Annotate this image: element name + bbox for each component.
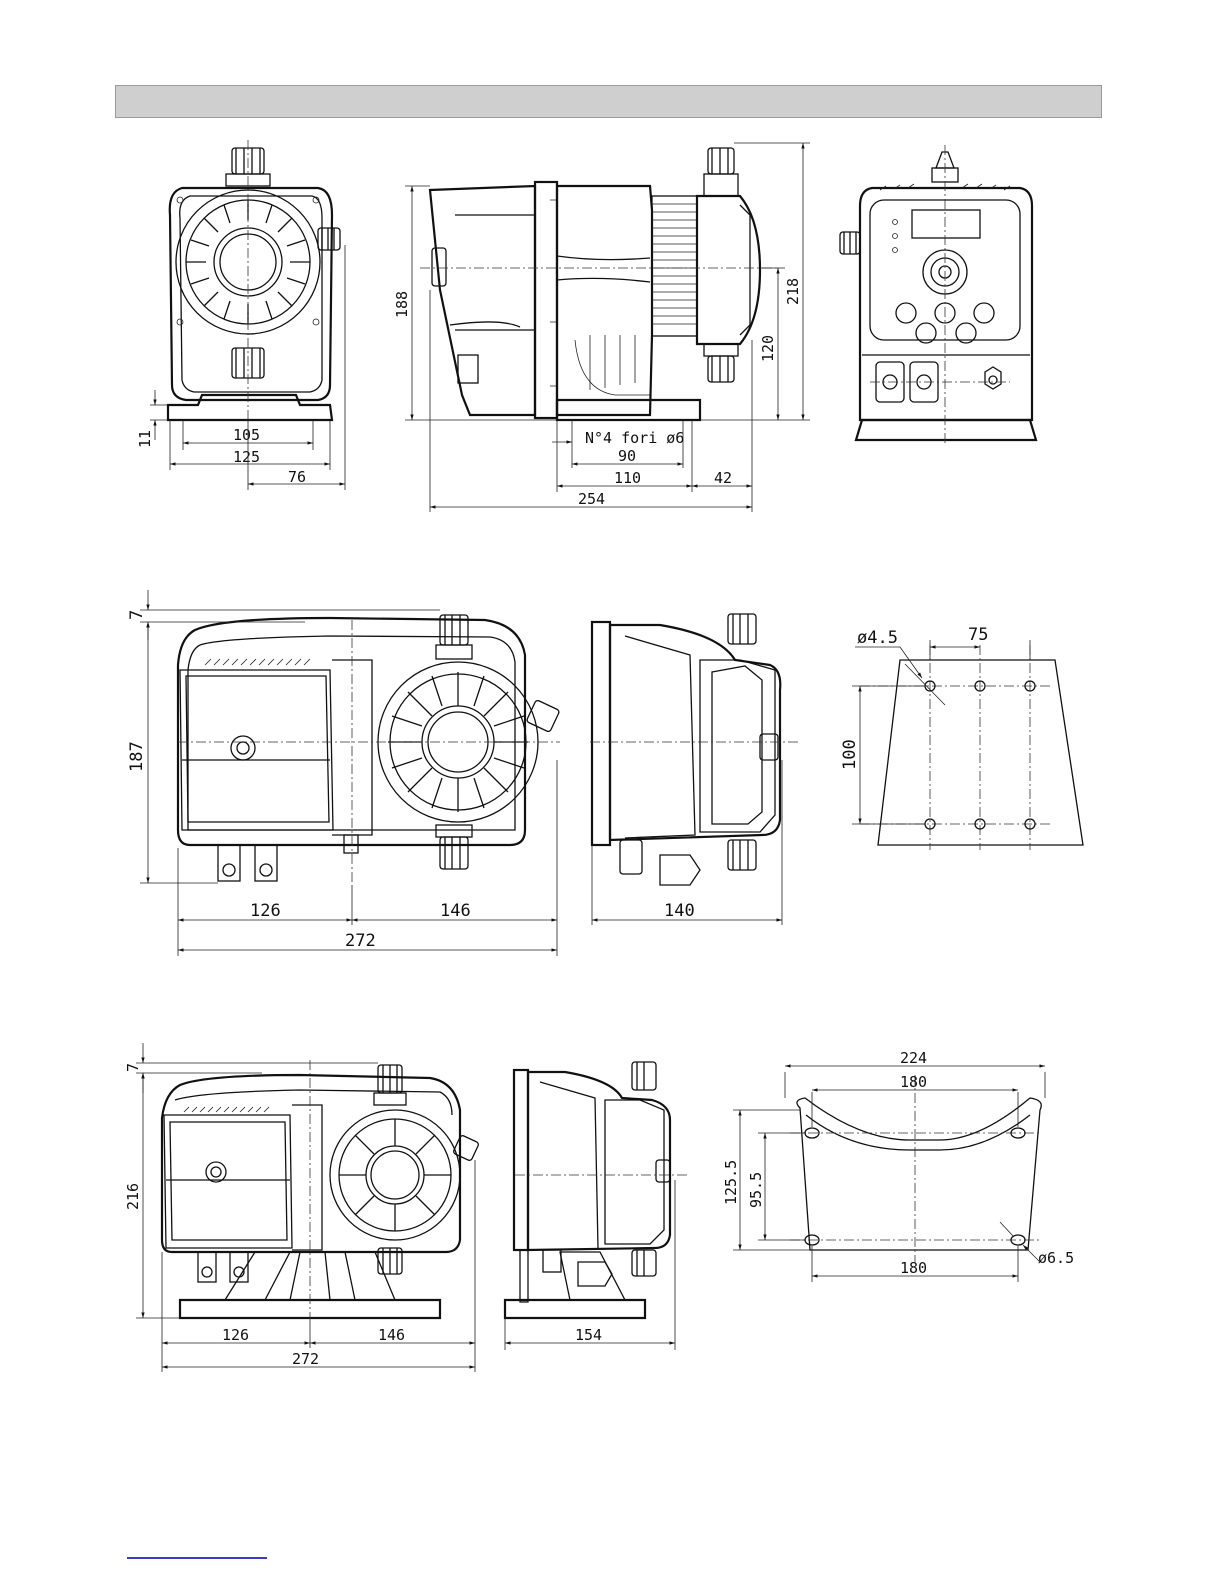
dim-140: 140 [664, 901, 695, 921]
dim-126-row2: 126 [250, 901, 281, 921]
dim-187: 187 [127, 741, 147, 772]
dim-180-bottom: 180 [900, 1259, 927, 1277]
row1-control-panel-view [840, 145, 1036, 445]
dim-146-row3: 146 [378, 1326, 405, 1344]
dim-154: 154 [575, 1326, 602, 1344]
dim-125-5: 125.5 [722, 1160, 740, 1205]
dim-272-row2: 272 [345, 931, 376, 951]
holes-note: N°4 fori ø6 [585, 429, 684, 447]
dim-95-5: 95.5 [747, 1172, 765, 1208]
dim-100: 100 [840, 739, 860, 770]
row3-side-view: 154 [505, 1062, 690, 1350]
dim-188: 188 [393, 291, 411, 318]
dim-126-row3: 126 [222, 1326, 249, 1344]
dim-105: 105 [233, 426, 260, 444]
dim-90: 90 [618, 447, 636, 465]
dim-42: 42 [714, 469, 732, 487]
dim-218: 218 [784, 278, 802, 305]
row3-front-view: 7 216 126 146 272 [124, 1043, 479, 1372]
dim-120: 120 [759, 335, 777, 362]
dim-diameter-4-5: ø4.5 [857, 628, 898, 648]
dim-7-row2: 7 [127, 610, 147, 620]
row1-front-view: 11 105 125 76 [136, 140, 345, 490]
dim-224: 224 [900, 1049, 927, 1067]
dim-76: 76 [288, 468, 306, 486]
dim-75: 75 [968, 625, 988, 645]
footer-link-underline [127, 1557, 267, 1559]
dim-216: 216 [124, 1183, 142, 1210]
dim-diameter-6-5: ø6.5 [1038, 1249, 1074, 1267]
dim-272-row3: 272 [292, 1350, 319, 1368]
dim-254: 254 [578, 490, 605, 508]
dim-146-row2: 146 [440, 901, 471, 921]
row3-base-plate: 224 180 180 125.5 95.5 ø6.5 [722, 1049, 1074, 1282]
dim-180-top: 180 [900, 1073, 927, 1091]
dim-7-row3: 7 [124, 1063, 142, 1072]
row1-side-view: 188 218 120 N°4 fori ø6 90 110 42 254 [393, 143, 810, 512]
dim-110: 110 [614, 469, 641, 487]
dim-11: 11 [136, 430, 154, 448]
dim-125: 125 [233, 448, 260, 466]
row2-front-view: 7 187 126 146 272 [127, 590, 560, 956]
row2-mounting-plate: ø4.5 75 100 [840, 625, 1083, 850]
row2-side-view: 140 [590, 614, 800, 925]
